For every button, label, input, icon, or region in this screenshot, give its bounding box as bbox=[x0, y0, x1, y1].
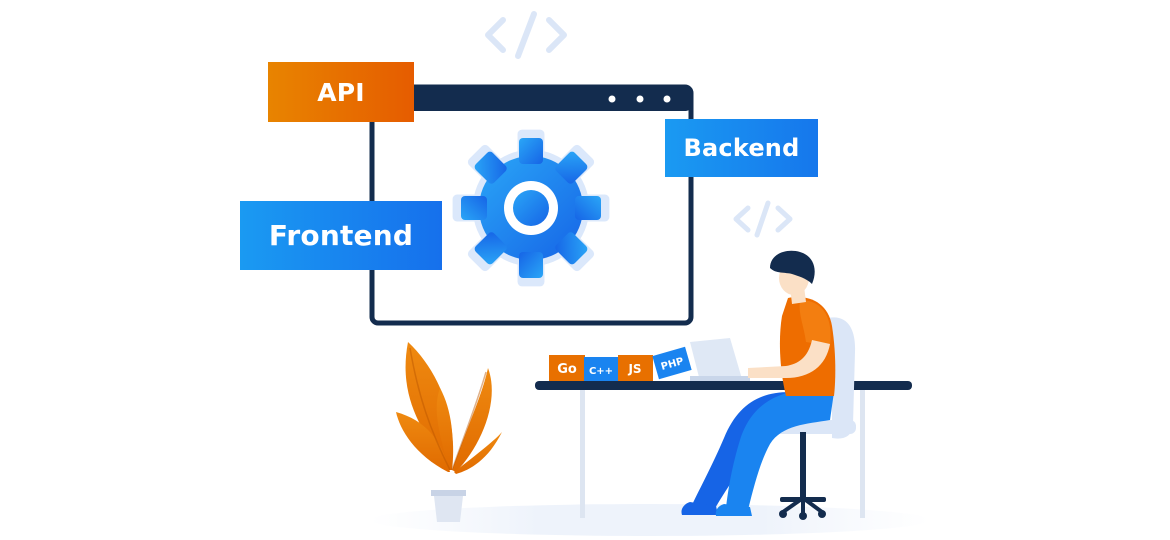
lang-js-label: JS bbox=[627, 362, 641, 376]
three-dots-icon bbox=[608, 95, 671, 103]
lang-card-js bbox=[618, 355, 653, 381]
floor-shadow bbox=[370, 504, 930, 536]
backend-label: Backend bbox=[665, 119, 818, 177]
gear-icon bbox=[452, 129, 610, 287]
backend-label-text: Backend bbox=[683, 134, 800, 162]
laptop bbox=[690, 338, 750, 381]
frontend-label: Frontend bbox=[240, 201, 442, 270]
lang-go-label: Go bbox=[557, 362, 577, 377]
api-label: API bbox=[268, 62, 414, 122]
lang-card-go bbox=[549, 355, 585, 381]
developer-person bbox=[681, 250, 836, 516]
language-cards: Go C++ JS PHP bbox=[549, 346, 692, 381]
api-label-text: API bbox=[317, 77, 365, 107]
code-icon-small bbox=[733, 200, 793, 238]
frontend-label-text: Frontend bbox=[268, 219, 414, 252]
plant bbox=[396, 342, 502, 522]
code-icon bbox=[485, 11, 567, 59]
lang-cpp-label: C++ bbox=[589, 366, 613, 377]
lang-card-cpp bbox=[584, 357, 618, 381]
lang-card-php bbox=[652, 346, 692, 380]
